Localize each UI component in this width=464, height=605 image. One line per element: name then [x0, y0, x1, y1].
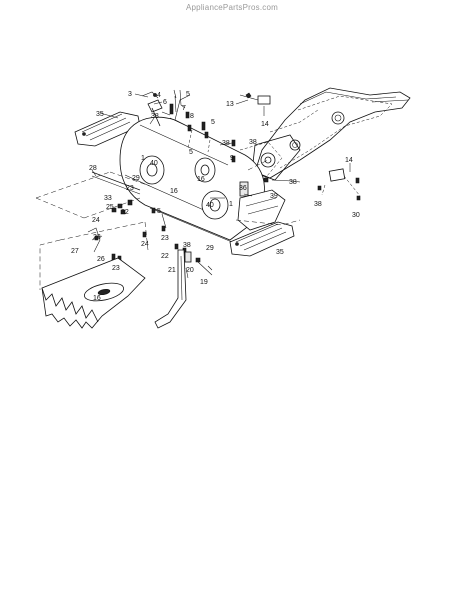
callout-19: 19 — [200, 279, 208, 286]
depth-bar — [154, 249, 213, 329]
watermark: AppliancePartsPros.com — [186, 3, 278, 12]
phantom-outlines — [35, 159, 301, 290]
callout-32: 32 — [121, 209, 129, 216]
callout-20: 20 — [186, 267, 194, 274]
callout-1: 1 — [141, 155, 145, 162]
callout-14: 14 — [261, 121, 269, 128]
callout-7: 7 — [182, 105, 186, 112]
callout-27: 27 — [71, 248, 79, 255]
callout-36: 36 — [239, 185, 247, 192]
tine-hood — [119, 94, 265, 243]
callout-28: 28 — [89, 165, 97, 172]
callout-40: 40 — [206, 202, 214, 209]
callout-38: 38 — [151, 113, 159, 120]
callout-1: 1 — [229, 201, 233, 208]
callout-22: 22 — [161, 253, 169, 260]
callout-3: 3 — [128, 91, 132, 98]
callout-16: 16 — [93, 295, 101, 302]
callout-24: 24 — [92, 217, 100, 224]
right-shield-bottom — [229, 221, 295, 257]
callout-25: 25 — [106, 204, 114, 211]
rear-flap — [41, 257, 146, 329]
callout-35: 35 — [96, 111, 104, 118]
callout-4: 4 — [157, 92, 161, 99]
callout-35: 35 — [276, 249, 284, 256]
callout-29: 29 — [132, 175, 140, 182]
callout-38: 38 — [183, 242, 191, 249]
callout-23: 23 — [112, 265, 120, 272]
callout-33: 33 — [104, 195, 112, 202]
callout-38: 38 — [289, 179, 297, 186]
callout-40: 40 — [150, 160, 158, 167]
callout-29: 29 — [206, 245, 214, 252]
callout-38: 38 — [249, 139, 257, 146]
callout-26: 26 — [97, 256, 105, 263]
callout-38: 38 — [314, 201, 322, 208]
callout-23: 23 — [93, 234, 101, 241]
callout-13: 13 — [226, 101, 234, 108]
callout-6: 6 — [163, 99, 167, 106]
callout-5: 5 — [189, 149, 193, 156]
callout-21: 21 — [168, 267, 176, 274]
callout-16: 16 — [197, 176, 205, 183]
callout-5: 5 — [157, 208, 161, 215]
callout-30: 30 — [352, 212, 360, 219]
callout-9: 9 — [230, 155, 234, 162]
callout-14: 14 — [345, 157, 353, 164]
callout-24: 24 — [141, 241, 149, 248]
right-side-shield — [237, 189, 286, 231]
callout-39: 39 — [270, 193, 278, 200]
callout-labels: 3 4 5 6 7 8 35 38 1 40 16 29 28 5 5 38 9… — [71, 91, 360, 302]
callout-5: 5 — [186, 91, 190, 98]
leader-lines — [91, 89, 351, 271]
callout-8: 8 — [190, 113, 194, 120]
callout-16: 16 — [170, 188, 178, 195]
callout-23: 23 — [161, 235, 169, 242]
callout-38: 38 — [222, 140, 230, 147]
callout-23: 23 — [126, 185, 134, 192]
callout-5: 5 — [211, 119, 215, 126]
tine-frame-assembly — [239, 87, 411, 201]
